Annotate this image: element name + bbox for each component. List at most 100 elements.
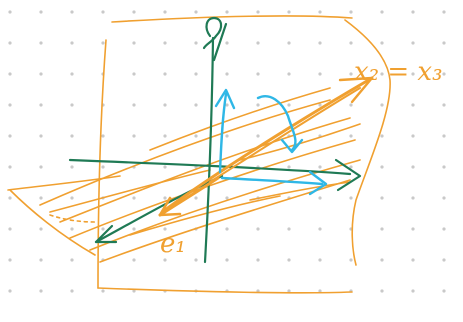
grid-dot [318, 165, 321, 168]
grid-dot [411, 134, 414, 137]
grid-dot [287, 41, 290, 44]
grid-dot [101, 134, 104, 137]
grid-dot [380, 134, 383, 137]
grid-dot [132, 196, 135, 199]
grid-dot [8, 196, 11, 199]
plane-bottom-edge [98, 288, 352, 293]
grid-dot [349, 103, 352, 106]
grid-dot [8, 289, 11, 292]
grid-dot [349, 258, 352, 261]
grid-dot [225, 227, 228, 230]
grid-dot [163, 103, 166, 106]
grid-dot [70, 72, 73, 75]
grid-dot [318, 196, 321, 199]
grid-dot [163, 196, 166, 199]
grid-dot [101, 10, 104, 13]
grid-dot [70, 196, 73, 199]
grid-dot [132, 72, 135, 75]
grid-dot [70, 10, 73, 13]
grid-dot [442, 10, 445, 13]
grid-dot [163, 165, 166, 168]
grid-dot [163, 134, 166, 137]
grid-dot [442, 227, 445, 230]
grid-dot [318, 258, 321, 261]
grid-dot [132, 10, 135, 13]
grid-dot [225, 10, 228, 13]
grid-dot [194, 41, 197, 44]
grid-dot [349, 10, 352, 13]
grid-dot [8, 41, 11, 44]
grid-dot [256, 134, 259, 137]
plane-left-flap [8, 176, 120, 255]
grid-dot [39, 103, 42, 106]
grid-dot [70, 258, 73, 261]
grid-dot [411, 165, 414, 168]
grid-dot [8, 227, 11, 230]
orange-plane-sketch [8, 16, 390, 293]
grid-dot [411, 10, 414, 13]
green-axes [70, 18, 360, 262]
plane-dash [50, 215, 95, 222]
grid-dot [8, 258, 11, 261]
grid-dot [349, 134, 352, 137]
grid-dot [194, 196, 197, 199]
grid-dot [132, 41, 135, 44]
grid-dot [318, 10, 321, 13]
grid-dot [225, 258, 228, 261]
grid-dot [8, 72, 11, 75]
grid-dot [318, 72, 321, 75]
grid-dot [225, 72, 228, 75]
grid-dot [70, 134, 73, 137]
grid-dot [163, 72, 166, 75]
cyan-right-arrow [222, 178, 322, 184]
grid-dot [380, 289, 383, 292]
grid-dot [8, 10, 11, 13]
grid-dot [101, 165, 104, 168]
grid-dot [70, 103, 73, 106]
plane-left-edge [98, 40, 106, 288]
grid-dot [194, 103, 197, 106]
grid-dot [318, 41, 321, 44]
grid-dot [132, 258, 135, 261]
grid-dot [194, 258, 197, 261]
plane-hatch-9 [250, 182, 350, 200]
grid-dot [132, 134, 135, 137]
grid-dot [287, 103, 290, 106]
plane-line-label: x₂ = x₃ [354, 57, 443, 87]
grid-dot [287, 258, 290, 261]
grid-dot [287, 165, 290, 168]
grid-dot [39, 72, 42, 75]
grid-dot [39, 165, 42, 168]
grid-dot [442, 134, 445, 137]
horizontal-axis-arrowhead-icon [336, 160, 360, 190]
grid-dot [442, 258, 445, 261]
grid-dot [256, 10, 259, 13]
grid-dot [349, 72, 352, 75]
grid-dot [256, 41, 259, 44]
grid-dot [442, 41, 445, 44]
grid-dot [39, 258, 42, 261]
grid-dot [318, 227, 321, 230]
grid-dot [132, 227, 135, 230]
grid-dot [411, 258, 414, 261]
grid-dot [287, 227, 290, 230]
grid-dot [411, 103, 414, 106]
grid-dot [101, 41, 104, 44]
grid-dot [39, 196, 42, 199]
grid-dot [194, 134, 197, 137]
plane-hatch-1 [40, 100, 330, 205]
grid-dot [256, 227, 259, 230]
grid-dot [442, 196, 445, 199]
grid-dot [225, 196, 228, 199]
grid-dot [411, 227, 414, 230]
grid-dot [256, 103, 259, 106]
grid-dot [39, 227, 42, 230]
grid-dot [70, 41, 73, 44]
grid-dot [225, 41, 228, 44]
grid-dot [287, 10, 290, 13]
grid-dot [39, 289, 42, 292]
grid-dot [39, 134, 42, 137]
grid-dot [442, 165, 445, 168]
